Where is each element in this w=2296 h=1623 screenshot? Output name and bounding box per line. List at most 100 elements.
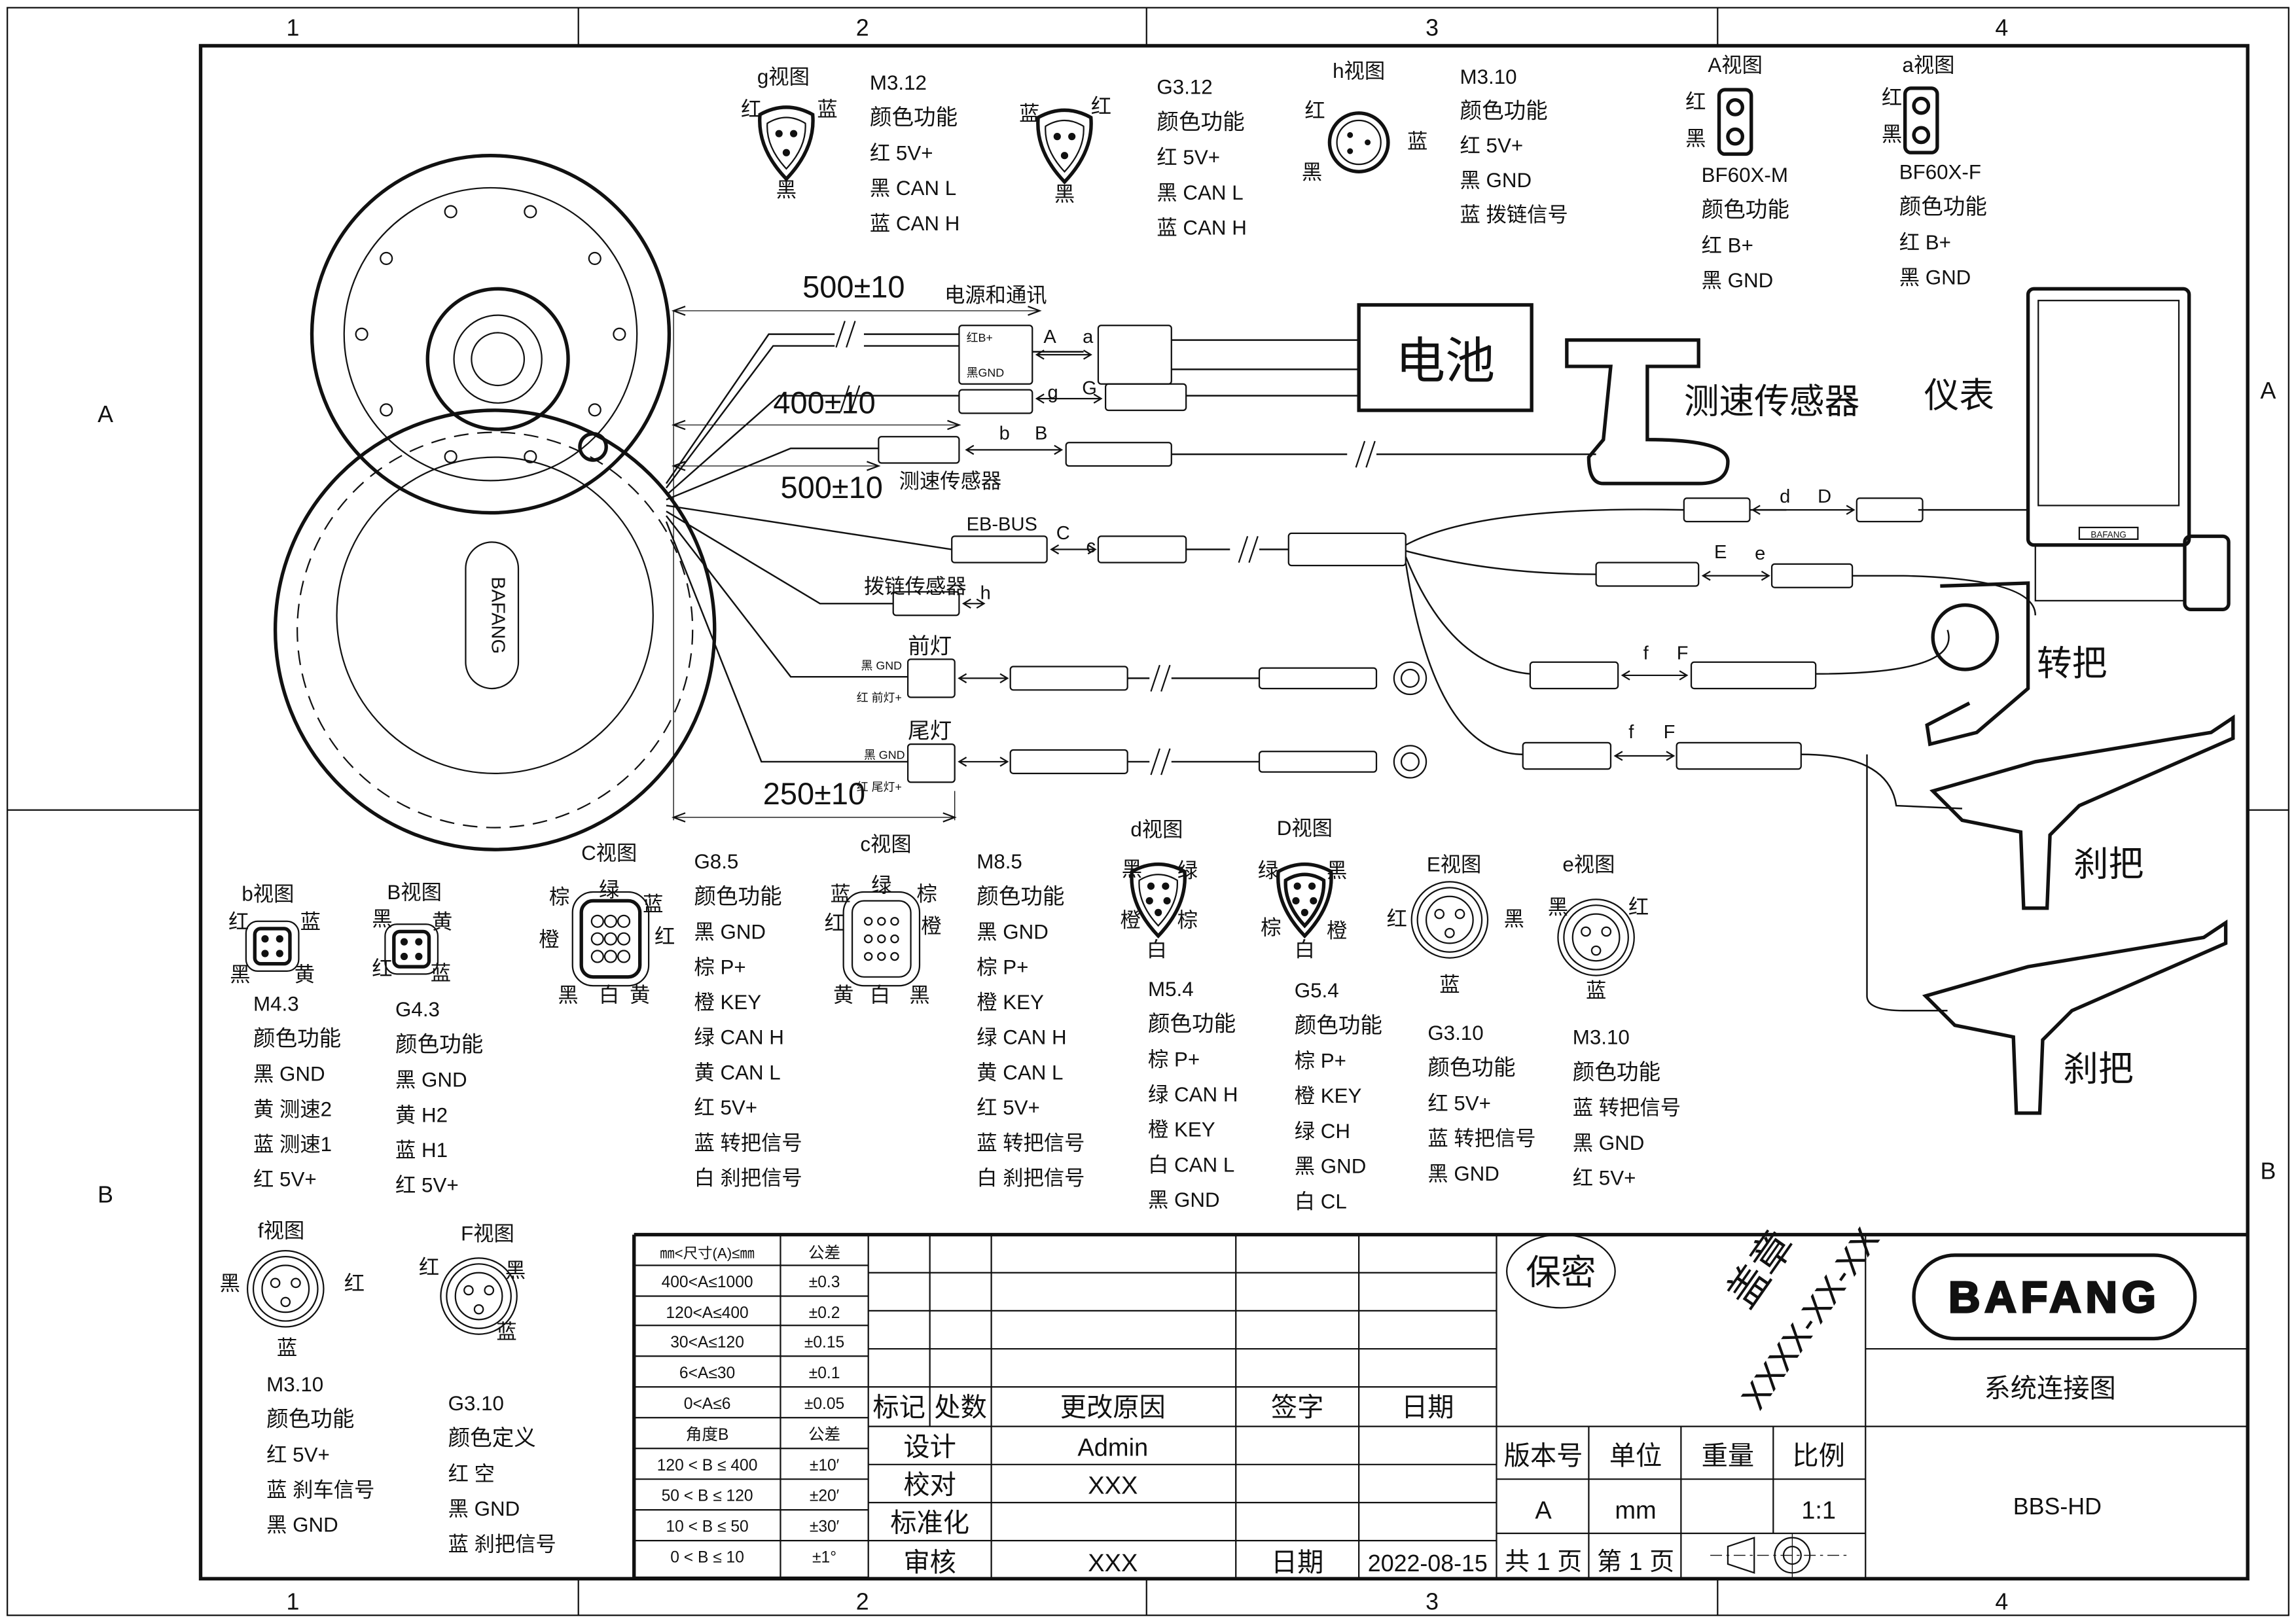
connector-view-0: g视图红蓝黑M3.12颜色功能红 5V+黑 CAN L蓝 CAN H [741,65,960,235]
connector-spec-row: 蓝 转把信号 [1427,1127,1535,1150]
connector-letter: d [1780,486,1790,507]
pin [1726,127,1745,146]
weight-label: 重量 [1702,1441,1755,1471]
pin [261,950,269,957]
tolerance-value: ±0.05 [804,1395,844,1413]
cable-break-mark [1355,440,1376,468]
pin-color-label: 黑 [220,1272,240,1295]
cable-label-tail-light: 尾灯 [908,719,952,743]
connector-spec-row: 绿 CAN H [694,1026,783,1049]
table-rule [929,1234,1498,1578]
pin-color-label: 红 [655,925,675,948]
connector-view-title: A视图 [1708,54,1763,77]
pin [280,1296,291,1308]
dimension-label: 250±10 [763,776,865,811]
pin-color-label: 黑 [1548,896,1568,919]
pin-color-label: 黑 [230,963,250,986]
c-connector [1097,535,1187,563]
pin [890,934,899,944]
pin [1310,897,1318,905]
bolt-hole [380,251,393,266]
connector-face [246,1250,325,1328]
connector-letter: D [1818,486,1831,507]
connector-face [758,105,815,182]
g-connector [958,389,1033,414]
wiring-harness [665,287,2235,1115]
pin-color-label: 白 [1295,938,1315,961]
connector-spec-row: 蓝 测速1 [253,1133,332,1156]
brake-lever-label: 刹把 [2073,844,2144,883]
pin [603,950,617,963]
cable-break-mark [1150,664,1171,692]
tolerance-range: 400<A≤1000 [662,1274,753,1291]
connector-spec-header: 颜色功能 [870,105,958,130]
connector-model: G4.3 [395,998,440,1021]
connector-spec-row: 蓝 H1 [395,1139,448,1162]
f-connector [1522,741,1612,770]
remote-button-pad [2183,534,2231,611]
bolt-hole [355,327,368,341]
connector-letter: b [999,423,1010,444]
grid-row-label: B [98,1181,113,1207]
connector-spec-header: 颜色功能 [977,884,1064,909]
connector-model: M5.4 [1148,978,1194,1001]
tail-light-lead [1258,751,1378,773]
brake-lever-2 [1922,919,2228,1115]
tolerance-header: 角度B [686,1425,729,1444]
connector-spec-row: 黑 GND [1295,1155,1367,1178]
connector-model: BF60X-M [1702,164,1788,187]
dimension-label: 500±10 [802,270,905,304]
wire [666,395,960,496]
pin [463,1285,474,1296]
wire [1801,753,1962,810]
connector-view-title: F视图 [461,1222,514,1245]
connector-view-title: e视图 [1562,853,1615,876]
connector-face [1571,913,1621,962]
lamp-icon [1393,745,1427,779]
connector-face [253,927,292,966]
pin [863,934,873,944]
connector-spec-row: 棕 P+ [977,955,1028,978]
wire [1405,562,1523,755]
table-rule [780,1234,869,1578]
pin [400,938,408,946]
connector-view-12: e视图黑红蓝M3.10颜色功能蓝 转把信号黑 GND红 5V+ [1548,853,1681,1190]
pin-color-label: 红 [372,957,392,980]
cable-label-eb-bus: EB-BUS [967,514,1037,535]
tolerance-range: 0 < B ≤ 10 [670,1549,744,1567]
pin [617,950,631,963]
pin [775,130,783,137]
pin-color-label: 黑 [776,178,797,201]
connector-view-title: D视图 [1277,817,1333,840]
tolerance-value: ±30′ [810,1518,840,1536]
b-connector [878,436,960,464]
throttle-label: 转把 [2037,644,2107,683]
pin [1912,126,1931,145]
connector-spec-row: 蓝 转把信号 [1573,1096,1681,1119]
wire [1866,754,1948,1012]
f-connector [1529,661,1619,690]
pin [1308,882,1316,890]
bottom-bracket-inner [453,314,543,404]
pin-color-label: 黑 [558,984,578,1007]
pin-color-label: 红 [741,98,761,120]
connector-spec-row: 红 5V+ [1573,1166,1636,1189]
connector-spec-row: 红 5V+ [253,1168,317,1191]
scale-value: 1:1 [1801,1497,1836,1525]
mating-arrow [1050,544,1097,555]
pin [276,935,283,943]
pin [1347,148,1354,154]
connector-letter: G [1082,378,1097,399]
grid-row-label: A [2261,378,2276,404]
pin [400,952,408,961]
grid-row-label: A [98,401,113,427]
mating-arrow [958,757,1009,767]
mating-arrow [1613,751,1676,761]
connector-spec-row: 黄 H2 [395,1103,448,1126]
bolt-hole [444,450,457,463]
tolerance-value: ±10′ [810,1457,840,1474]
scale-label: 比例 [1792,1441,1845,1471]
pin [261,935,269,943]
connector-view-14: F视图红黑蓝G3.10颜色定义红 空黑 GND蓝 刹把信号 [419,1222,556,1556]
